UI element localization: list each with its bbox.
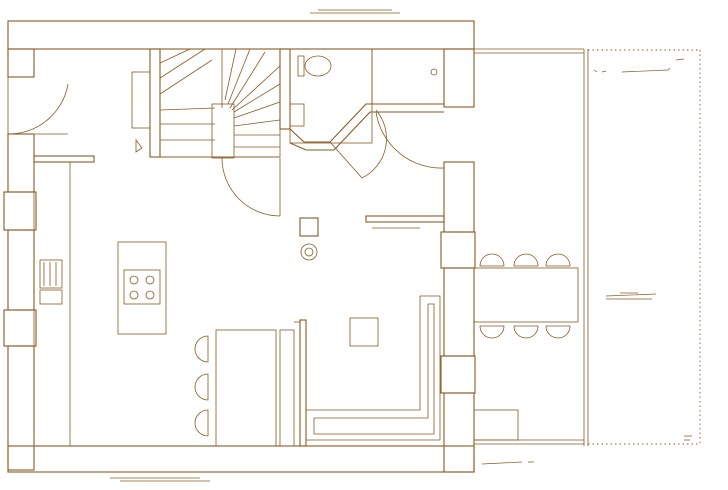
wall-left-middle [7,133,35,193]
chair-icon [194,335,209,437]
wall-right-upper [443,48,475,108]
stair-wall-left [149,48,161,158]
terrace-table [473,267,579,323]
wall-right-mid [443,161,475,233]
wc [289,48,445,179]
kitchen-island [117,241,167,335]
sink-icon [39,259,63,305]
wall-left-upper [7,48,35,78]
window-left-1 [3,191,37,231]
sink-icon [289,103,305,127]
cooktop-icon [123,269,161,305]
sideboard [279,329,295,447]
stair-wall-right [279,48,291,130]
shower [371,48,445,105]
terrace [473,48,701,465]
coffee-table [349,317,379,347]
partition-living [299,319,307,447]
window-right-2 [440,355,476,394]
kitchen [33,161,167,447]
wall-left-lower [7,229,35,311]
window-right-1 [440,231,476,269]
wall-right-bottom [443,392,475,473]
wall-bottom [7,445,475,473]
wall-left-bottom [7,345,35,471]
kitchen-counter [33,161,71,447]
window-left-2 [3,309,37,347]
toilet-icon [304,55,332,77]
partition-mid [365,215,445,223]
wall-right-lower [443,267,475,357]
sofa [305,295,441,441]
staircase [149,48,291,217]
terrace-bench [473,409,519,441]
dimension-strokes [110,9,400,482]
hall-lamp [135,138,143,153]
entry-door [7,77,69,135]
cabinet-hall [131,71,151,129]
chair-icon [479,253,571,339]
dining-area [194,319,307,447]
living-area [305,215,445,441]
exterior-walls [7,20,475,473]
windows [3,191,476,394]
partition-left [33,155,95,163]
plant-icon [300,243,318,261]
wall-top [7,20,475,50]
dining-table [215,329,277,447]
column [299,217,319,237]
